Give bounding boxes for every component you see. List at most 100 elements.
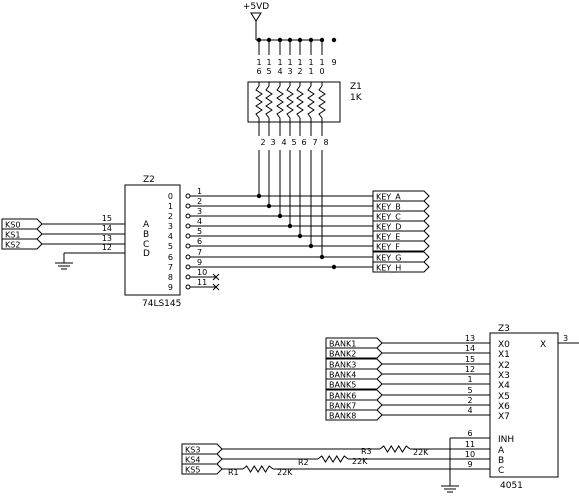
resistor-icon xyxy=(286,85,294,119)
key-net-label-flag xyxy=(372,240,430,252)
key-net-label: KEY_D xyxy=(376,223,401,232)
junction-dot xyxy=(319,254,325,260)
key-net-label: KEY_E xyxy=(376,233,400,242)
z3-control-pin: 11 xyxy=(465,440,475,449)
pin-bubble-icon xyxy=(185,264,191,270)
junction-dot xyxy=(287,223,293,229)
z2-output-label: 6 xyxy=(168,253,173,262)
resistor-icon xyxy=(242,465,274,473)
z2-input-signal: KS1 xyxy=(5,231,20,240)
resistor-icon xyxy=(255,85,263,119)
z2-output-label: 2 xyxy=(168,212,173,221)
key-net-label-flag xyxy=(372,220,430,232)
z1-top-pin-label: 1 xyxy=(256,58,261,67)
bank-signal-flag xyxy=(325,337,383,349)
junction-dot xyxy=(297,233,303,239)
z3-input-pin: 13 xyxy=(465,334,475,343)
key-net-label: KEY_C xyxy=(376,213,401,222)
pin-bubble-icon xyxy=(185,284,191,290)
z3-input-label: X0 xyxy=(498,340,510,350)
z3-ref: Z3 xyxy=(498,324,510,334)
no-connect-stroke xyxy=(212,273,220,281)
key-net-label: KEY_H xyxy=(376,264,401,273)
bank-signal: BANK5 xyxy=(329,381,356,390)
resistor-icon xyxy=(318,85,326,119)
z2-input-pin: 15 xyxy=(102,214,112,223)
z1-body xyxy=(247,81,341,123)
z1-bottom-pin-label: 6 xyxy=(301,138,306,147)
z2-output-label: 0 xyxy=(168,192,173,201)
z2-output-label: 3 xyxy=(168,222,173,231)
z1-top-pin-label: 1 xyxy=(266,58,271,67)
resistor-value: 22K xyxy=(352,457,368,466)
z2-input-signal-flag xyxy=(1,238,43,250)
ks-signal: KS3 xyxy=(185,446,200,455)
z3-control-label: C xyxy=(498,466,504,476)
z2-input-pin: 13 xyxy=(102,234,112,243)
key-net-label: KEY_B xyxy=(376,203,401,212)
z1-top-pin-label: 2 xyxy=(297,67,302,76)
z2-input-label: A xyxy=(143,220,150,230)
no-connect-stroke xyxy=(212,283,220,291)
bank-signal: BANK1 xyxy=(329,340,356,349)
junction-dot xyxy=(277,213,283,219)
z3-input-pin: 15 xyxy=(465,355,475,364)
bank-signal: BANK2 xyxy=(329,350,356,359)
z2-output-label: 4 xyxy=(168,232,173,241)
pin-bubble-icon xyxy=(185,213,191,219)
resistor-ref: R1 xyxy=(228,468,239,477)
z1-top-pin-label: 3 xyxy=(287,67,292,76)
z2-input-pin: 14 xyxy=(102,224,112,233)
z1-top-pin-label: 9 xyxy=(331,58,336,67)
z2-output-label: 1 xyxy=(168,202,173,211)
z1-top-pin-label: 1 xyxy=(277,58,282,67)
z3-input-pin: 4 xyxy=(467,406,472,415)
ground-icon xyxy=(441,485,459,493)
z1-bottom-pin-label: 4 xyxy=(281,138,286,147)
resistor-icon xyxy=(265,85,273,119)
z3-inputs: BANK113X0BANK214X1BANK315X2BANK412X3BANK… xyxy=(325,334,510,422)
ground-icon xyxy=(55,262,73,270)
ks-signal-flag xyxy=(181,463,223,475)
ks-signal: KS4 xyxy=(185,456,200,465)
z2-input-signal: KS2 xyxy=(5,241,20,250)
z2-output-pin: 1 xyxy=(197,187,202,196)
z3-control-pin: 6 xyxy=(467,429,472,438)
z3-out-pin: 3 xyxy=(563,334,568,343)
junction-dot xyxy=(331,264,337,270)
z3-control-label: B xyxy=(498,456,504,466)
z2-output-label: 8 xyxy=(168,273,173,282)
pin-bubble-icon xyxy=(185,193,191,199)
pin-bubble-icon xyxy=(185,223,191,229)
z3-input-label: X3 xyxy=(498,371,510,381)
z3-input-label: X6 xyxy=(498,402,510,412)
z3-input-pin: 2 xyxy=(467,396,472,405)
z2-output-pin: 2 xyxy=(197,197,202,206)
z1-top-pin-label: 5 xyxy=(266,67,271,76)
pin-bubble-icon xyxy=(185,233,191,239)
key-net-label: KEY_F xyxy=(376,243,400,252)
z3-control-pin: 9 xyxy=(467,460,472,469)
z1-top-pin-label: 4 xyxy=(277,67,282,76)
resistor-value: 22K xyxy=(413,448,429,457)
z3-input-label: X1 xyxy=(498,350,510,360)
z2-input-label: B xyxy=(143,230,149,240)
z2-output-pin: 6 xyxy=(197,237,202,246)
z3-input-pin: 12 xyxy=(465,365,475,374)
pin-bubble-icon xyxy=(185,203,191,209)
bank-signal: BANK4 xyxy=(329,371,356,380)
z2-output-label: 5 xyxy=(168,242,173,251)
key-net-label-flag xyxy=(372,200,430,212)
junction-dot xyxy=(331,37,337,43)
z3-input-label: X2 xyxy=(498,361,510,371)
z2-body xyxy=(124,184,181,296)
z1-resistor-array xyxy=(255,82,326,122)
bank-signal-flag xyxy=(325,347,383,359)
z3-control-label: INH xyxy=(498,435,514,445)
z2-output-pin: 3 xyxy=(197,207,202,216)
